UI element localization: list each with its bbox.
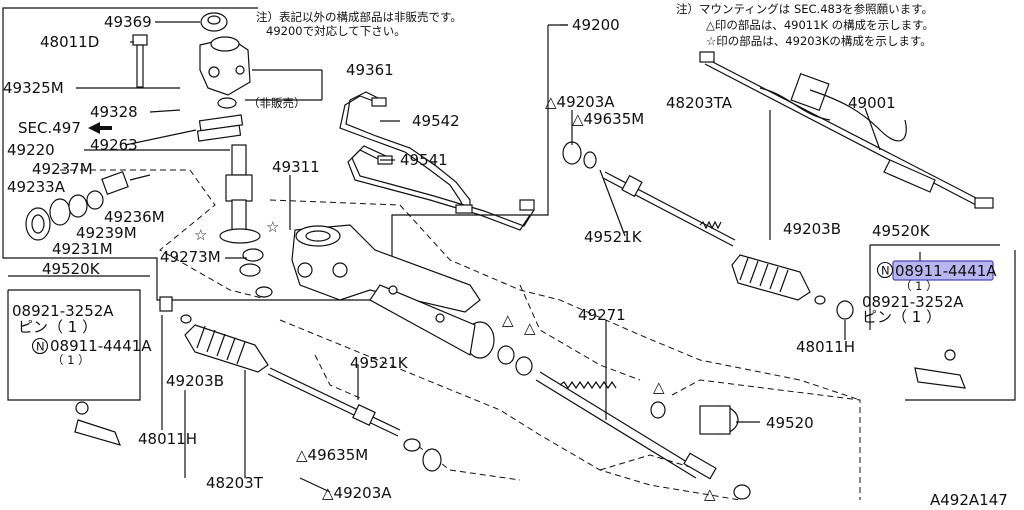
label-48203TA: 48203TA: [666, 94, 733, 112]
label-49220: 49220: [7, 141, 55, 159]
gear-housing-49311: [291, 224, 495, 359]
seal-rings-49273M: [239, 248, 273, 298]
note-right-line-3: ☆印の部品は、49203Kの構成を示します。: [706, 34, 932, 48]
triangle-marker: △: [502, 311, 514, 329]
tie-rod-end-right: [836, 300, 966, 389]
label-08911-4441A-left: 08911-4441A: [50, 337, 152, 355]
dashed-subassembly-outline: [60, 169, 861, 501]
triangle-marker: △: [524, 319, 536, 337]
label-48011H-right: 48011H: [796, 338, 855, 356]
label-49203B-left: 49203B: [166, 372, 224, 390]
label-49521K-bottom: 49521K: [350, 354, 409, 372]
label-qty-right: （ 1 ）: [900, 279, 938, 293]
n-marker-left: N: [31, 337, 49, 355]
label-49542: 49542: [412, 112, 460, 130]
label-49203B-right: 49203B: [783, 220, 841, 238]
label-49520K-left: 49520K: [42, 260, 101, 278]
label-48011H-left: 48011H: [138, 430, 197, 448]
note-right-line-1: 注）マウンティングは SEC.483を参照願います。: [676, 2, 933, 16]
label-49369: 49369: [104, 13, 152, 31]
note-right-line-2: △印の部品は、49011K の構成を示します。: [706, 18, 934, 32]
inner-socket-lower-48203T: [267, 367, 442, 472]
arrow-left-icon: [88, 122, 112, 134]
label-49001: 49001: [848, 94, 896, 112]
label-49263: 49263: [90, 136, 138, 154]
label-49273M: 49273M: [160, 248, 221, 266]
cylinder-49520: [497, 345, 739, 435]
note-left-line-1: 注）表記以外の構成部品は非販売です。: [256, 10, 462, 24]
n-marker-right: N: [876, 261, 894, 279]
star-marker: ☆: [194, 226, 207, 244]
inner-socket-upper-48203TA: [602, 171, 736, 247]
label-pin-left: ピン（ 1 ）: [18, 318, 97, 336]
label-49200: 49200: [572, 16, 620, 34]
bolt-48011D: [132, 34, 148, 88]
svg-text:N: N: [36, 340, 45, 354]
label-49311: 49311: [272, 158, 320, 176]
tie-rod-end-left: [74, 296, 173, 446]
boot-upper-49203B: [731, 254, 826, 305]
label-49520K-right: 49520K: [872, 222, 931, 240]
diagram-reference-code: A492A147: [930, 491, 1008, 509]
triangle-marker: △: [653, 378, 665, 396]
label-48203T: 48203T: [206, 474, 264, 492]
label-08921-3252A-left: 08921-3252A: [12, 302, 114, 320]
leader-lines: [76, 21, 921, 493]
star-marker: ☆: [266, 218, 279, 236]
label-49271: 49271: [578, 306, 626, 324]
right-tie-rod-frame: [869, 244, 1016, 401]
label-49361: 49361: [346, 61, 394, 79]
label-48011D: 48011D: [40, 33, 99, 51]
note-left-line-2: 49200で対応して下さい。: [266, 24, 406, 38]
label-sec-497: SEC.497: [18, 119, 81, 137]
label-49325M: 49325M: [3, 79, 64, 97]
label-08911-4441A-right: 08911-4441A: [895, 262, 997, 280]
label-49635M-bottom: △49635M: [296, 446, 368, 464]
left-tie-rod-frame: [7, 275, 150, 401]
boot-lower-49203B: [180, 314, 269, 373]
label-08921-3252A-right: 08921-3252A: [862, 293, 964, 311]
pressure-tubes-49541-49542: [339, 91, 535, 231]
label-49236M: 49236M: [104, 208, 165, 226]
valve-housing-49361: [199, 12, 251, 109]
label-49328: 49328: [90, 103, 138, 121]
complete-assembly-49001: [699, 51, 994, 209]
label-pin-right: ピン（ 1 ）: [862, 308, 941, 326]
svg-text:N: N: [881, 264, 890, 278]
label-not-sold: （非販売）: [248, 96, 306, 110]
label-49203A-top: △49203A: [545, 93, 615, 111]
pinion-shaft-49220: [196, 114, 261, 244]
seal-kit-49233A: [25, 170, 129, 241]
label-49521K-top: 49521K: [584, 228, 643, 246]
label-49635M-top: △49635M: [572, 110, 644, 128]
label-49520: 49520: [766, 414, 814, 432]
clamp-upper-49203A: [562, 141, 597, 169]
label-qty-left: （ 1 ）: [52, 353, 90, 367]
label-49239M: 49239M: [76, 224, 137, 242]
label-49541: 49541: [400, 151, 448, 169]
label-49203A-bottom: △49203A: [322, 484, 392, 502]
rack-49271: [535, 371, 751, 500]
label-49237M: 49237M: [32, 160, 93, 178]
triangle-marker: △: [704, 485, 716, 503]
label-49233A: 49233A: [7, 178, 66, 196]
label-49231M: 49231M: [52, 240, 113, 258]
